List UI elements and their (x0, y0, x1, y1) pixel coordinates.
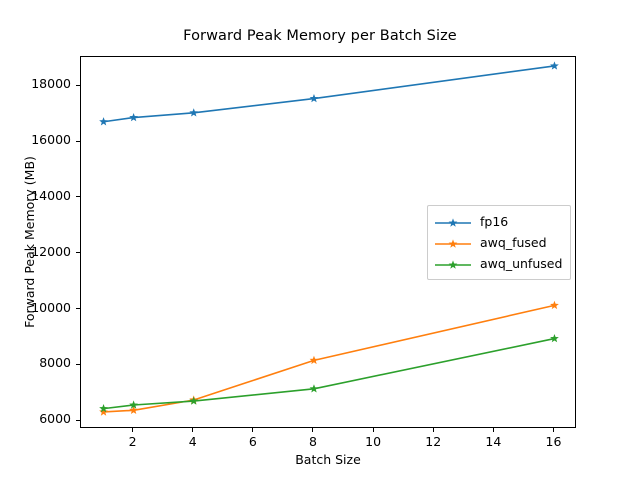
x-tick-label: 8 (308, 434, 317, 449)
data-point-marker (129, 405, 138, 415)
y-tick-label: 18000 (31, 76, 71, 92)
series-line (103, 304, 555, 413)
series-awq_fused (99, 300, 559, 416)
data-point-marker (99, 117, 108, 126)
legend-item-awq_unfused[interactable]: awq_unfused (434, 253, 562, 274)
y-tick-label: 16000 (31, 132, 71, 148)
y-tick-mark (76, 252, 80, 254)
x-tick-mark (492, 428, 494, 432)
legend-swatch-icon (434, 257, 472, 271)
series-awq_unfused (99, 333, 559, 413)
series-line (103, 65, 555, 123)
data-point-marker (129, 112, 138, 122)
x-tick-label: 4 (188, 434, 197, 449)
x-tick-label: 2 (128, 434, 137, 449)
y-axis-label: Forward Peak Memory (MB) (22, 156, 37, 328)
x-tick-mark (552, 428, 554, 432)
data-point-marker (129, 400, 138, 409)
y-tick-label: 10000 (31, 299, 71, 315)
x-axis-label: Batch Size (295, 452, 361, 467)
data-point-marker (309, 355, 319, 365)
x-tick-mark (312, 428, 314, 432)
data-point-marker (189, 108, 199, 117)
data-point-marker (99, 404, 108, 413)
legend-label: fp16 (480, 214, 509, 229)
legend-label: awq_fused (480, 235, 547, 250)
data-point-marker (550, 333, 559, 343)
x-tick-mark (192, 428, 194, 432)
legend-item-awq_fused[interactable]: awq_fused (434, 232, 562, 253)
x-tick-mark (252, 428, 254, 432)
y-tick-mark (76, 308, 80, 310)
y-tick-mark (76, 84, 80, 86)
x-tick-label: 12 (425, 434, 442, 449)
y-tick-mark (76, 419, 80, 421)
y-tick-mark (76, 363, 80, 365)
chart-title: Forward Peak Memory per Batch Size (183, 28, 457, 44)
data-point-marker (99, 407, 108, 416)
x-tick-mark (372, 428, 374, 432)
legend: fp16 awq_fused awq_unfused (427, 205, 572, 280)
x-tick-label: 10 (365, 434, 382, 449)
y-tick-label: 6000 (39, 411, 71, 427)
legend-label: awq_unfused (480, 256, 563, 271)
x-tick-label: 16 (545, 434, 562, 449)
data-point-marker (550, 300, 559, 310)
series-fp16 (99, 61, 559, 126)
x-tick-mark (132, 428, 134, 432)
data-point-marker (309, 384, 319, 393)
data-point-marker (309, 93, 319, 103)
y-tick-mark (76, 196, 80, 198)
series-lines (99, 61, 559, 416)
data-point-marker (550, 61, 559, 70)
data-point-marker (189, 396, 199, 405)
y-tick-label: 12000 (31, 243, 71, 259)
y-tick-label: 8000 (39, 355, 71, 371)
y-tick-mark (76, 140, 80, 142)
x-tick-label: 14 (485, 434, 502, 449)
series-line (103, 337, 555, 410)
plot-area (80, 56, 576, 428)
y-tick-label: 14000 (31, 187, 71, 203)
legend-swatch-icon (434, 236, 472, 250)
legend-swatch-icon (434, 215, 472, 229)
x-tick-mark (432, 428, 434, 432)
x-tick-label: 6 (248, 434, 257, 449)
legend-item-fp16[interactable]: fp16 (434, 211, 562, 232)
